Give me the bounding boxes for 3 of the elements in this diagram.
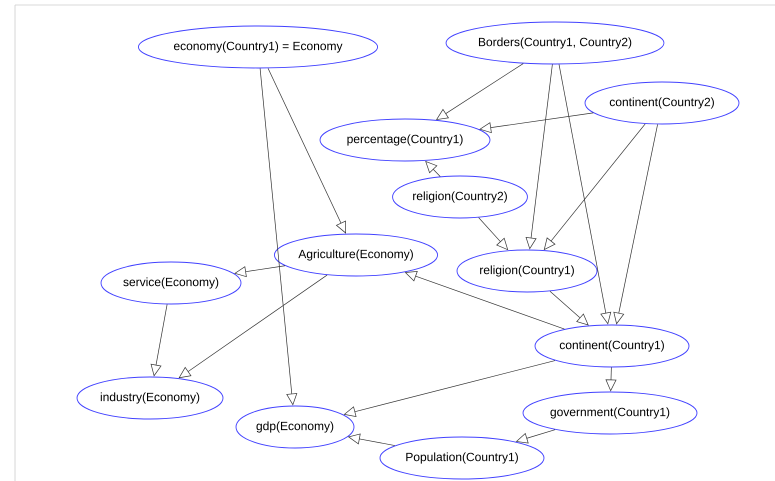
arrow [478,217,508,250]
arrow [344,360,556,418]
arrow [178,274,328,378]
